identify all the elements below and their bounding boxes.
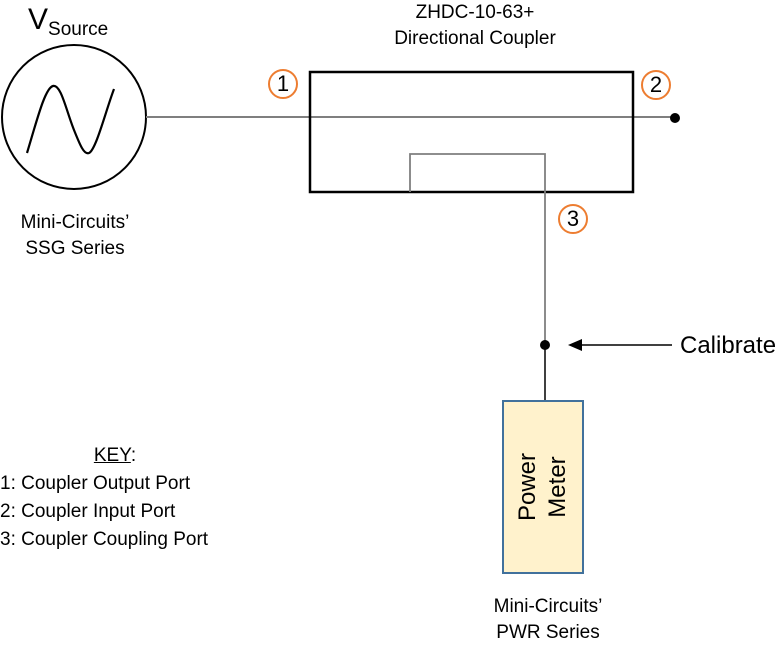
port-key-legend: KEY: 1: Coupler Output Port 2: Coupler I…	[0, 442, 230, 554]
port2-terminal-dot	[670, 113, 680, 123]
port-badge-1: 1	[268, 69, 298, 99]
calibration-node-dot	[540, 340, 550, 350]
coupler-title-line1: ZHDC-10-63+	[415, 2, 535, 23]
source-caption-line2: SSG Series	[25, 238, 125, 259]
power-meter-label-line1: Power	[514, 452, 541, 522]
coupler-title: ZHDC-10-63+ Directional Coupler	[380, 0, 570, 52]
port-badge-3: 3	[558, 204, 588, 234]
key-item: 1: Coupler Output Port	[0, 473, 191, 494]
source-label: VSource	[28, 0, 108, 50]
sine-wave-icon	[25, 84, 116, 155]
key-item: 2: Coupler Input Port	[0, 501, 176, 522]
power-meter-label-line2: Meter	[544, 456, 571, 518]
source-caption: Mini-Circuits’ SSG Series	[0, 210, 150, 262]
source-label-main: V	[28, 3, 49, 36]
key-item: 3: Coupler Coupling Port	[0, 529, 209, 550]
power-meter-caption: Mini-Circuits’ PWR Series	[468, 594, 628, 646]
directional-coupler-body	[308, 70, 635, 194]
port-badge-2: 2	[641, 70, 671, 100]
coupler-title-line2: Directional Coupler	[394, 28, 556, 49]
key-title-suffix: :	[130, 445, 137, 466]
source-caption-line1: Mini-Circuits’	[20, 212, 130, 233]
calibrate-arrow-head	[568, 339, 582, 351]
power-meter-box: Power Meter	[502, 400, 584, 574]
coupled-line	[409, 153, 546, 345]
key-title-text: KEY	[93, 445, 131, 466]
calibrate-label: Calibrate	[680, 332, 777, 359]
power-meter-caption-line1: Mini-Circuits’	[493, 596, 603, 617]
key-title: KEY:	[0, 442, 230, 470]
source-label-sub: Source	[48, 19, 109, 40]
signal-source-circle	[1, 44, 147, 190]
power-meter-label: Power Meter	[513, 453, 573, 521]
power-meter-caption-line2: PWR Series	[496, 622, 600, 643]
